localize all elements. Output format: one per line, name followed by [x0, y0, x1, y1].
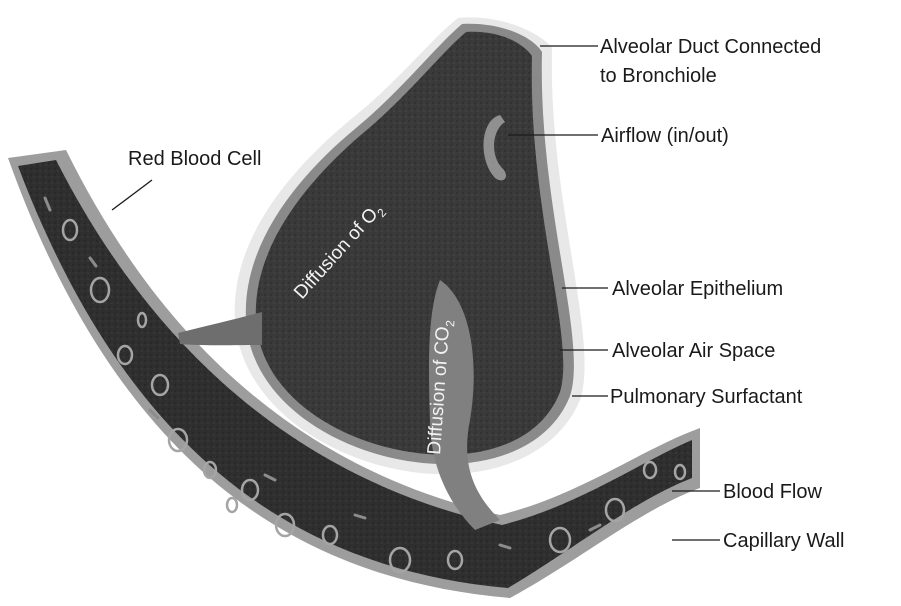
alveolus: [235, 17, 585, 474]
air-space-label: Alveolar Air Space: [612, 340, 775, 362]
alveolus-texture: [256, 32, 563, 455]
capillary-wall-label: Capillary Wall: [723, 530, 845, 552]
duct-label-line1: Alveolar Duct Connected: [600, 36, 821, 58]
red-blood-cell-leader: [112, 180, 152, 210]
red-blood-cell: [227, 498, 237, 512]
airflow-label: Airflow (in/out): [601, 125, 729, 147]
oxygen-diffusion-band: [178, 312, 262, 345]
red-blood-cell-label: Red Blood Cell: [128, 148, 261, 170]
epithelium-label: Alveolar Epithelium: [612, 278, 783, 300]
blood-flow-label: Blood Flow: [723, 481, 822, 503]
surfactant-label: Pulmonary Surfactant: [610, 386, 803, 408]
duct-label-line2: to Bronchiole: [600, 65, 717, 87]
